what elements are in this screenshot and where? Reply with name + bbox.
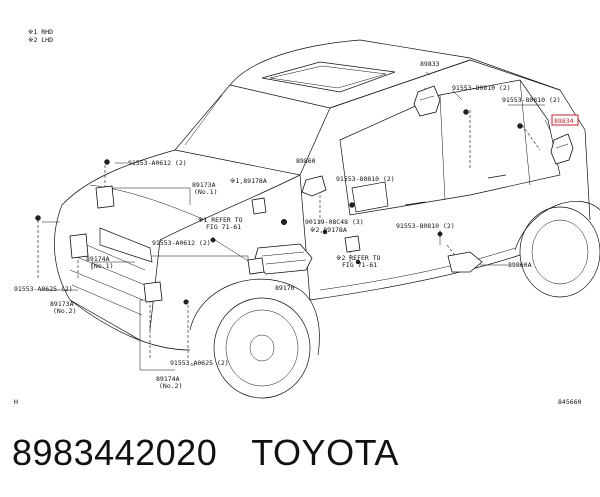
sensor-89860a [447, 251, 483, 273]
note-lhd: ※2 LHD [28, 36, 53, 44]
corner-code-left: H [14, 398, 18, 406]
label-91553-80810-d: 91553-80810 (2) [396, 222, 455, 230]
label-89173a-no1-sub: (No.1) [194, 188, 217, 196]
label-91553-a0625-a: 91553-A0625 (2) [14, 285, 73, 293]
sensor-89833 [413, 85, 441, 117]
note-rhd: ※1 RHD [28, 28, 53, 36]
highlighted-part-callout[interactable]: 89834 [551, 114, 579, 126]
sensor-89834 [550, 133, 574, 165]
label-89174a-no2-sub: (No.2) [159, 382, 182, 390]
caption-brand: TOYOTA [251, 432, 399, 473]
label-89834-highlight: 89834 [554, 117, 574, 125]
label-refer-lhd-fig: FIG 71-61 [342, 261, 377, 269]
label-90119: 90119-08C48 (3) [305, 218, 364, 226]
part-labels: 89833 91553-80810 (2) 91553-80810 (2) 89… [14, 60, 561, 390]
label-89173a-no2-sub: (No.2) [53, 307, 76, 315]
diagram-code: 845660 [558, 398, 582, 406]
label-89833: 89833 [420, 60, 440, 68]
label-89860: 89860 [296, 157, 316, 165]
sensor-89174a-no2 [143, 281, 163, 303]
label-89173a-no2: 89173A [50, 300, 74, 308]
caption-part-number: 8983442020 [12, 432, 218, 473]
sensor-89173a-no2 [69, 233, 89, 259]
label-refer-rhd: ※1 REFER TO [198, 216, 243, 224]
parts [35, 85, 574, 305]
sensor-89860 [301, 175, 327, 197]
label-89174a-no1: 89174A [86, 255, 110, 263]
label-89174a-no2: 89174A [156, 375, 180, 383]
label-refer-rhd-fig: FIG 71-61 [206, 223, 241, 231]
label-89170: 89170 [275, 284, 295, 292]
label-91553-80810-b: 91553-80810 (2) [502, 96, 561, 104]
label-91553-a0625-b: 91553-A0625 (2) [170, 359, 229, 367]
label-91553-a0612-a: 91553-A0612 (2) [128, 159, 187, 167]
sensor-89173a-no1 [95, 185, 115, 209]
label-91553-80810-a: 91553-80810 (2) [452, 84, 511, 92]
part-caption: 8983442020 TOYOTA [12, 432, 433, 474]
label-91553-a0612-b: 91553-A0612 (2) [152, 239, 211, 247]
label-89860a: 89860A [508, 261, 532, 269]
label-91553-80810-c: 91553-80810 (2) [336, 175, 395, 183]
label-89178a-lhd: ※2,89178A [310, 226, 347, 234]
label-refer-lhd: ※2 REFER TO [336, 254, 381, 262]
label-89173a-no1: 89173A [192, 181, 216, 189]
label-89174a-no1-sub: (No.1) [90, 262, 113, 270]
label-89178a-rhd: ※1,89178A [230, 177, 267, 185]
parts-diagram: ※1 RHD ※2 LHD [14, 28, 600, 406]
